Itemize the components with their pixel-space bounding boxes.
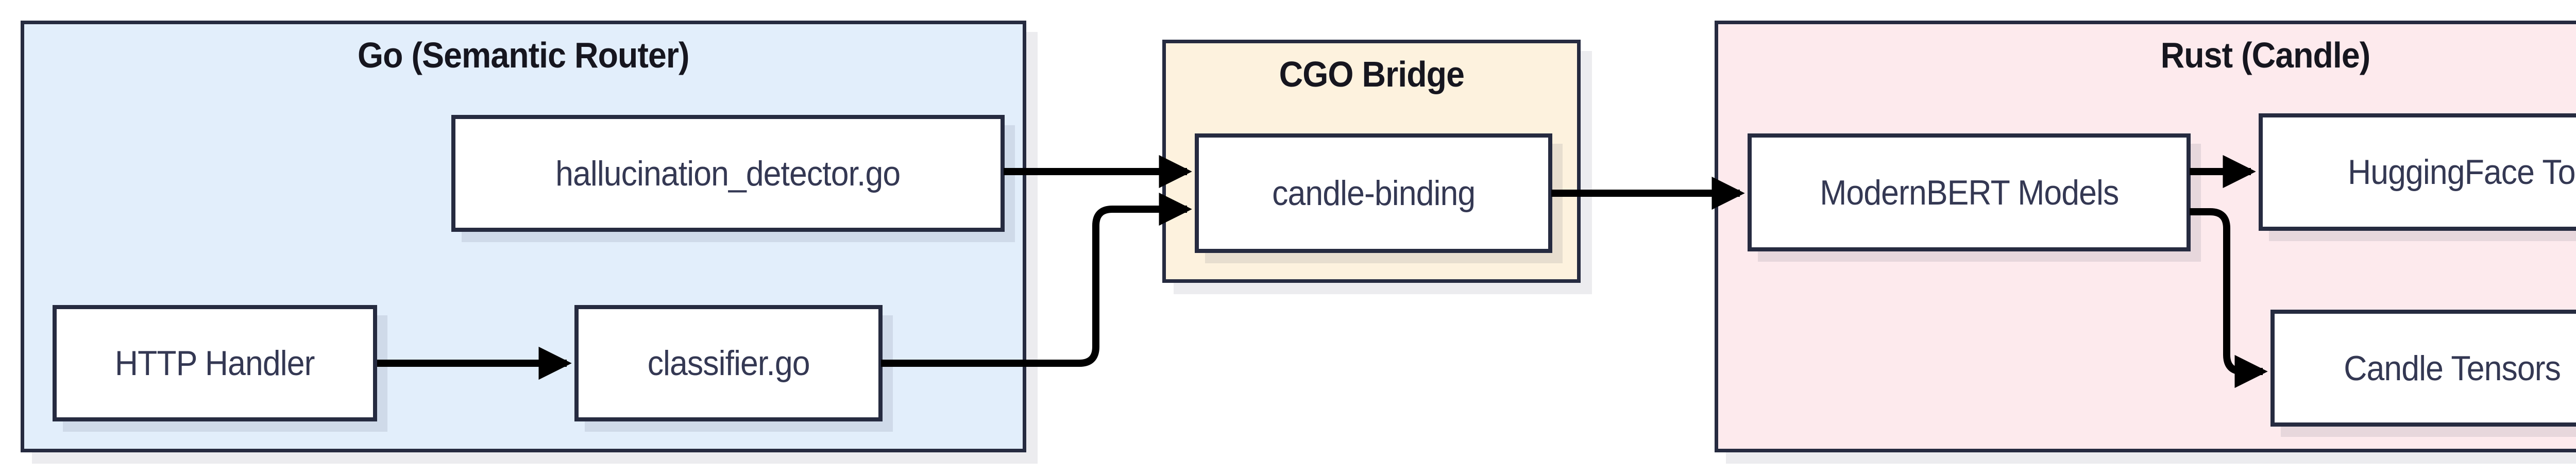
node-classifier-label: classifier.go	[647, 344, 810, 383]
node-hallucination-detector: hallucination_detector.go	[451, 115, 1005, 232]
node-candle-tensors: Candle Tensors	[2270, 310, 2576, 427]
cluster-cgo-bridge-title-text: CGO Bridge	[1279, 54, 1464, 94]
cluster-rust-title: Rust (Candle)	[1718, 35, 2576, 76]
node-modernbert-models: ModernBERT Models	[1748, 133, 2191, 251]
cluster-go-title-text: Go (Semantic Router)	[358, 35, 689, 75]
cluster-go-title: Go (Semantic Router)	[24, 35, 1023, 76]
node-classifier: classifier.go	[574, 305, 883, 421]
node-hallucination-detector-label: hallucination_detector.go	[555, 154, 901, 193]
node-candle-binding: candle-binding	[1195, 133, 1552, 253]
node-modernbert-models-label: ModernBERT Models	[1819, 173, 2119, 212]
node-http-handler: HTTP Handler	[53, 305, 377, 421]
node-candle-binding-label: candle-binding	[1272, 174, 1476, 213]
node-huggingface-tokenizers: HuggingFace Tokenizers	[2259, 113, 2576, 231]
cluster-cgo-bridge-title: CGO Bridge	[1166, 54, 1577, 95]
node-huggingface-tokenizers-label: HuggingFace Tokenizers	[2348, 153, 2576, 192]
cluster-rust-title-text: Rust (Candle)	[2160, 35, 2371, 75]
node-http-handler-label: HTTP Handler	[115, 344, 315, 383]
node-candle-tensors-label: Candle Tensors	[2344, 348, 2561, 388]
